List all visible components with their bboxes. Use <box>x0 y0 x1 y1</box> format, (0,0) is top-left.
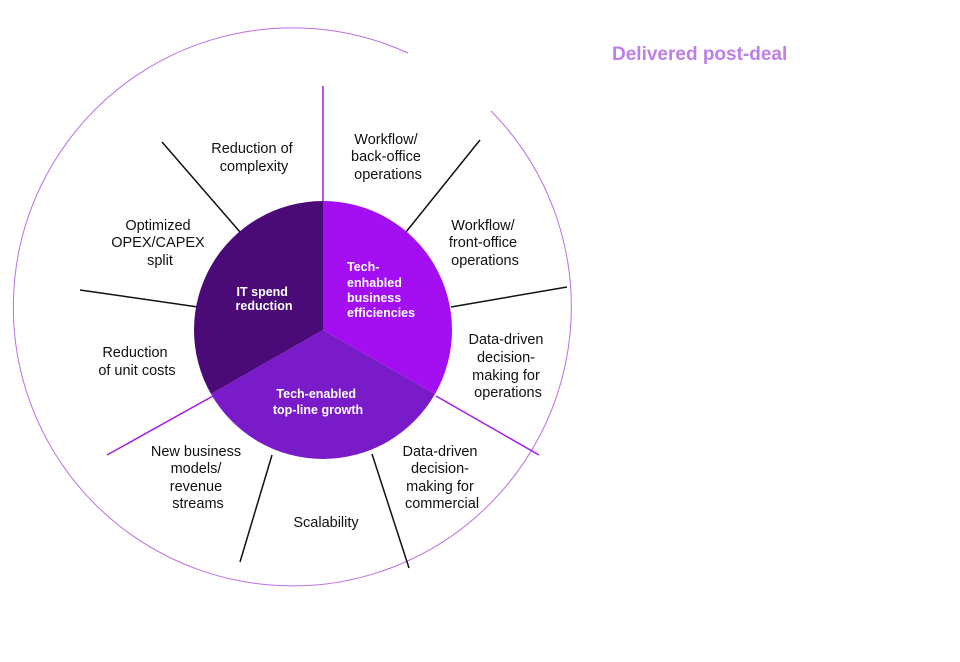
spoke <box>405 139 481 233</box>
outer-label-reduction-of-unit-costs: Reduction of unit costs <box>98 345 175 379</box>
core-circle <box>194 201 452 459</box>
core-sector-business-efficiencies <box>323 201 452 394</box>
spoke <box>371 453 410 569</box>
delivered-post-deal-label: Delivered post-deal <box>612 44 787 65</box>
core-sector-top-line-growth <box>211 330 435 459</box>
outer-label-optimized-opex-capex: Optimized OPEX/CAPEX split <box>111 218 209 269</box>
core-label-top-line-growth: Tech-enabled top-line growth <box>273 387 363 417</box>
spokes <box>79 86 568 569</box>
spoke <box>106 395 214 456</box>
outer-label-workflow-back-office: Workflow/ back-office operations <box>351 132 425 183</box>
core-label-it-spend-reduction: IT spend reduction <box>236 285 293 313</box>
outer-label-workflow-front-office: Workflow/ front-office operations <box>449 218 521 269</box>
outer-label-data-driven-operations: Data-driven decision- making for operati… <box>469 332 548 401</box>
spoke <box>161 141 241 233</box>
outer-label-new-business-models: New business models/ revenue streams <box>151 444 245 512</box>
spoke <box>435 395 540 456</box>
spoke <box>450 286 568 308</box>
outer-label-scalability: Scalability <box>293 515 359 531</box>
core-label-business-efficiencies: Tech- enhabled business efficiencies <box>347 260 415 320</box>
core-sector-it-spend-reduction <box>194 201 323 394</box>
outer-label-reduction-of-complexity: Reduction of complexity <box>211 141 296 175</box>
outer-ring <box>12 27 572 587</box>
outer-label-data-driven-commercial: Data-driven decision- making for commerc… <box>403 444 482 512</box>
spoke <box>239 454 273 563</box>
spoke <box>79 289 199 308</box>
